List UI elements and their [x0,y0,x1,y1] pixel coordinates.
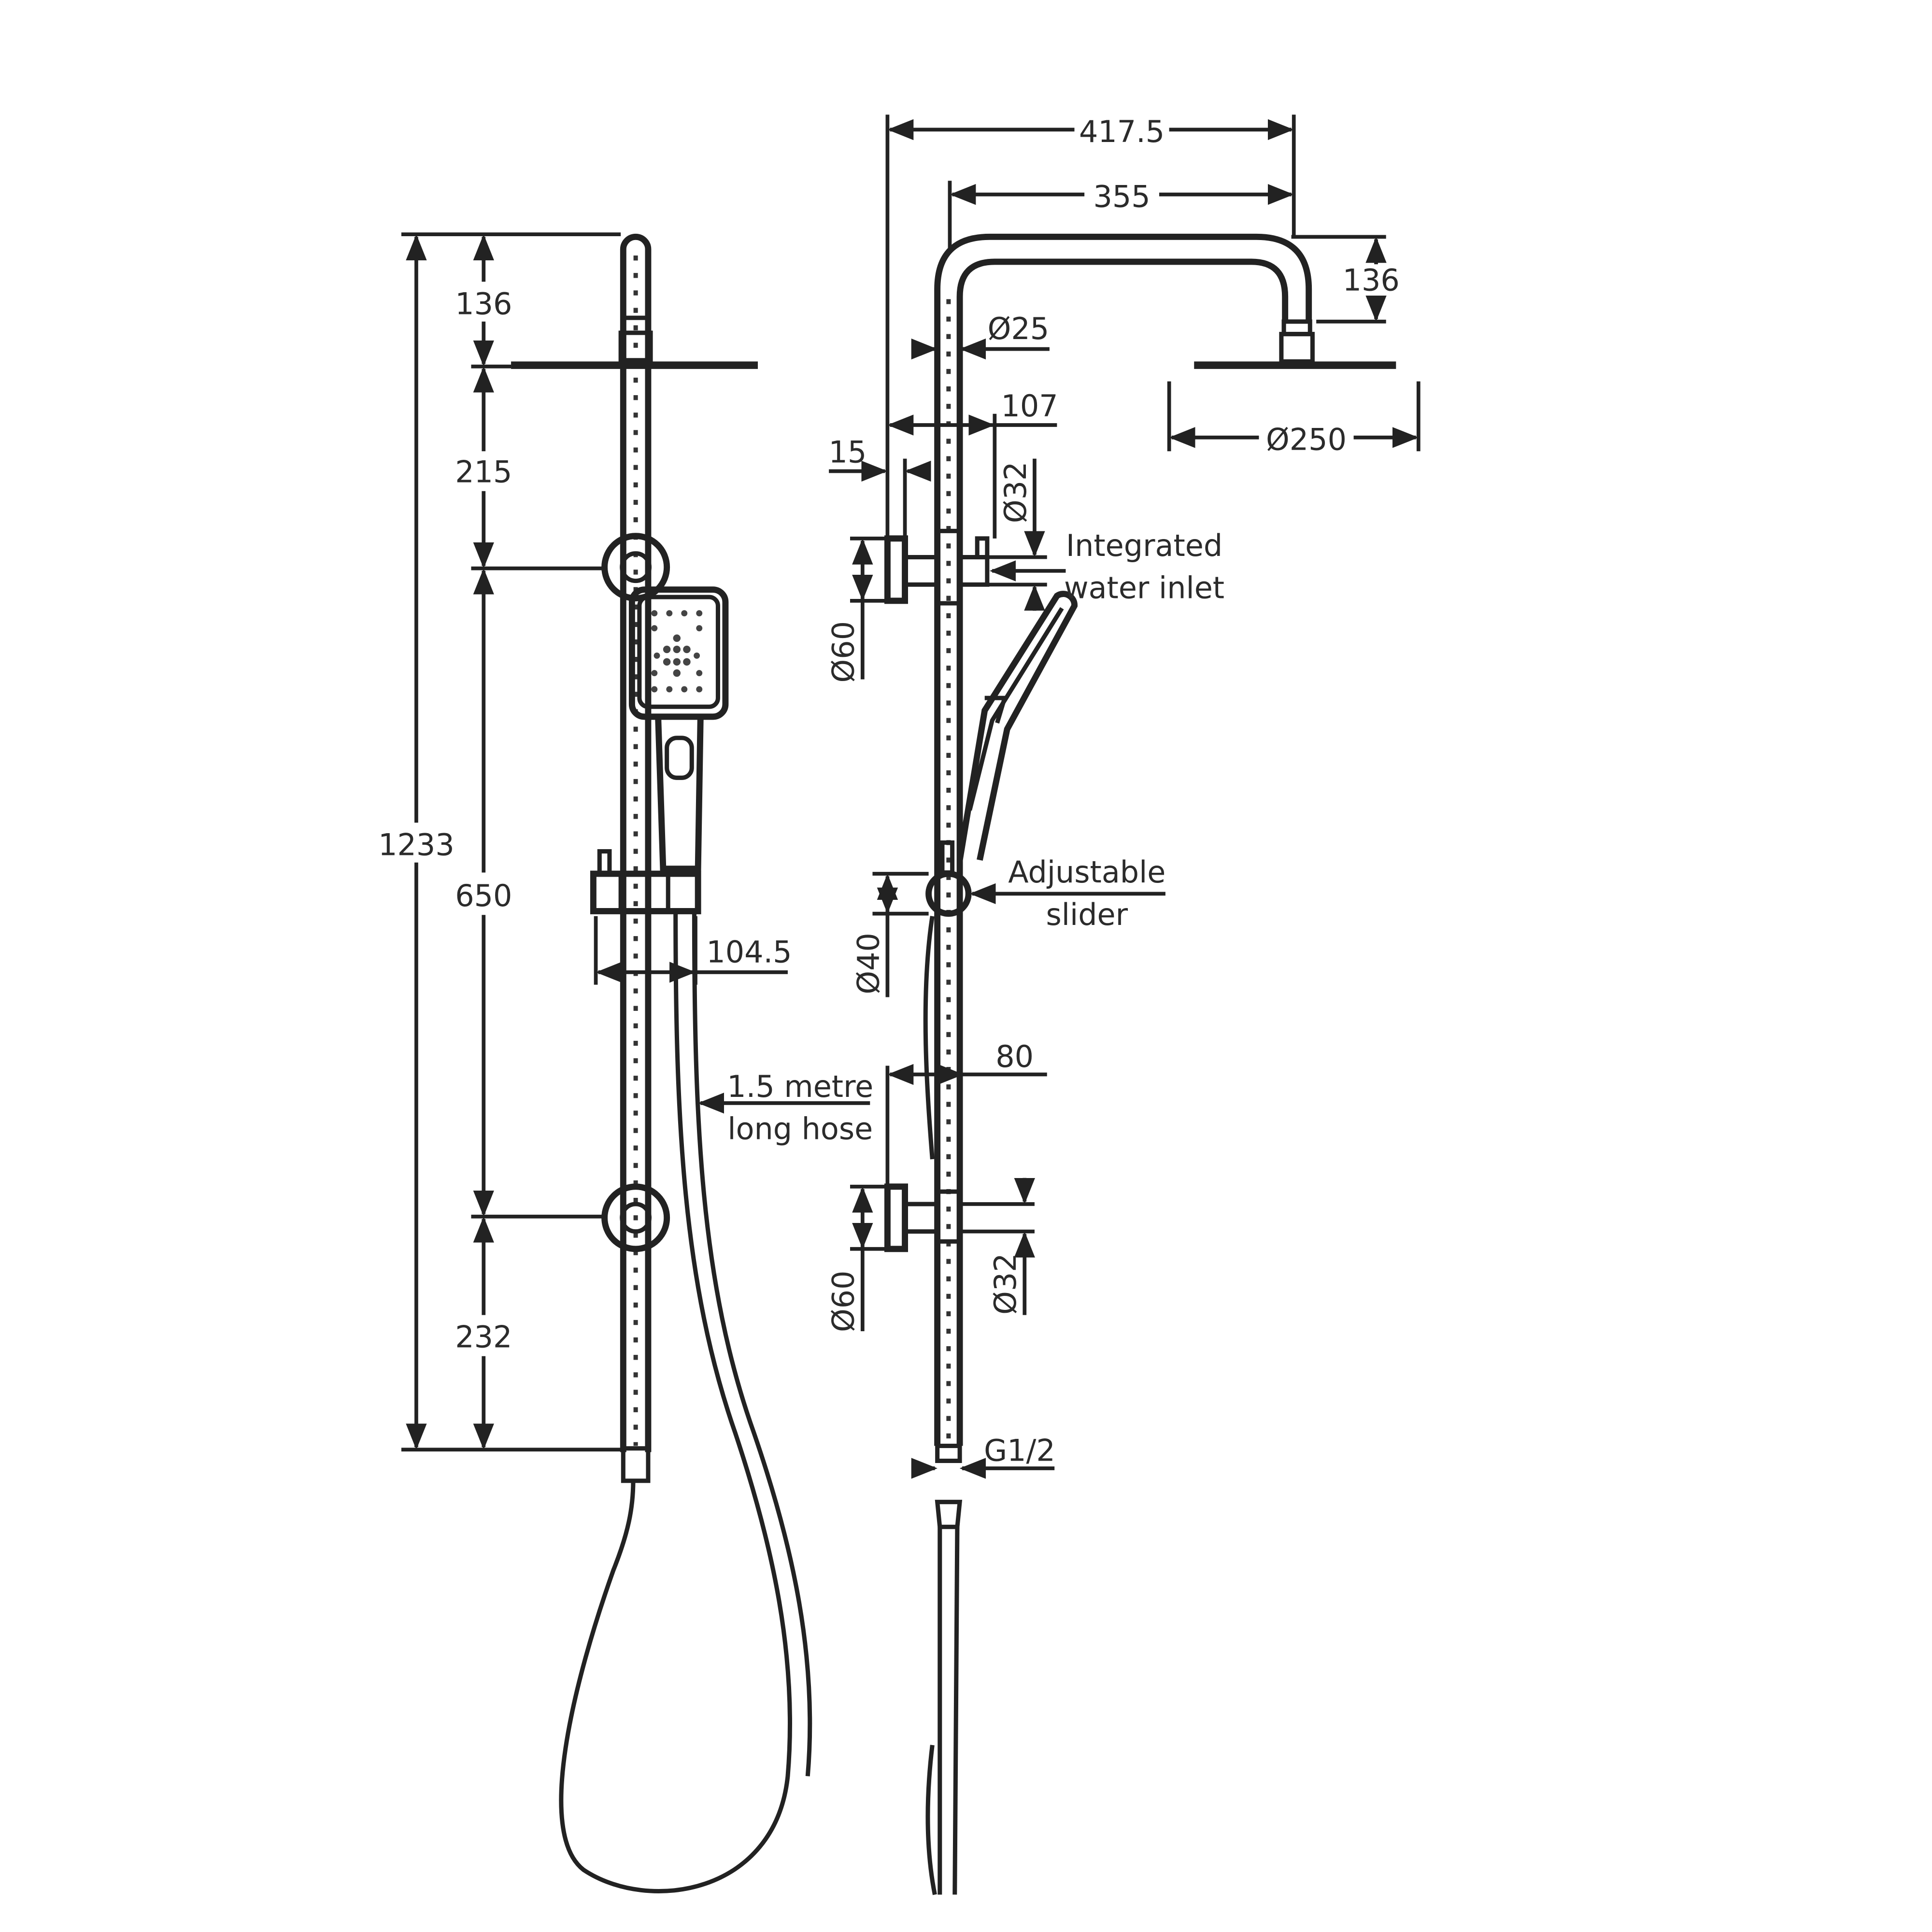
slider-label-line1: Adjustable [1008,855,1165,890]
dim-upper-pipe-diameter: Ø32 [998,462,1033,524]
side-hand-shower [956,591,1078,861]
front-dimensions: 136 215 650 232 1233 104.5 1.5 metre lon… [378,232,873,1452]
side-slider [923,840,972,1160]
dim-head-offset: 136 [455,286,512,321]
dim-head-to-bracket: 215 [455,455,512,490]
dim-arm-diameter: Ø25 [988,312,1050,346]
side-upper-inlet-bracket [884,528,990,606]
side-rail [934,233,1312,1463]
dim-lower-pipe-diameter: Ø32 [988,1253,1023,1315]
front-rail [620,233,652,1483]
hose-label-line1: 1.5 metre [727,1069,873,1104]
front-slider [590,849,701,914]
dim-inlet-projection: 107 [1001,389,1058,424]
spray-nozzles [651,610,703,693]
hose-label-line2: long hose [727,1112,873,1147]
dim-overall-height: 1233 [378,827,455,862]
dim-bottom: 232 [455,1320,512,1355]
dim-plate-thickness: 15 [828,435,867,469]
side-hose [925,1500,963,1895]
dim-head-diameter: Ø250 [1266,423,1347,457]
side-dimensions: 417.5 355 136 Ø25 Ø250 [826,114,1421,1479]
dim-thread: G1/2 [984,1434,1055,1468]
side-view: 417.5 355 136 Ø25 Ø250 [826,114,1421,1895]
inlet-label-line2: water inlet [1064,571,1224,606]
front-shower-head [511,315,758,369]
front-hand-shower [628,586,729,872]
dim-arm-reach: 355 [1093,179,1150,214]
dim-lower-projection: 80 [995,1039,1034,1074]
front-hose [559,911,812,1893]
side-shower-head [1194,319,1396,369]
dim-upper-flange-diameter: Ø60 [826,621,861,683]
slider-label-line2: slider [1046,897,1128,932]
dim-slider-projection: 104.5 [706,935,792,969]
dim-total-reach: 417.5 [1079,114,1165,149]
dim-slider-diameter: Ø40 [851,933,886,994]
dim-lower-flange-diameter: Ø60 [826,1270,861,1332]
side-lower-bracket [884,1183,962,1252]
inlet-label-line1: Integrated [1066,528,1222,563]
dim-bracket-spacing: 650 [455,879,512,913]
front-view: 136 215 650 232 1233 104.5 1.5 metre lon… [378,232,873,1893]
dim-head-drop: 136 [1343,263,1400,298]
